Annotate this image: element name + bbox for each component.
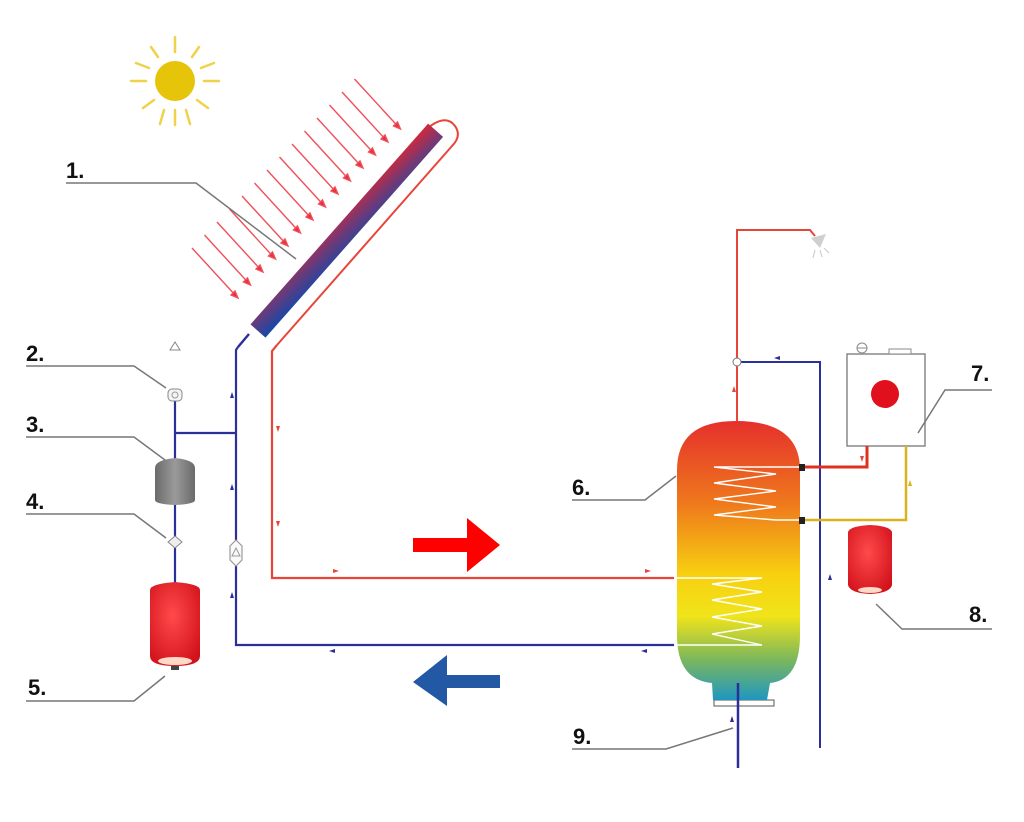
- radiation-ray-arrowhead: [379, 133, 390, 144]
- red-expansion-tank: [150, 582, 200, 670]
- radiation-ray-arrowhead: [267, 250, 277, 261]
- flow-sensor: [229, 539, 243, 567]
- radiation-ray: [266, 169, 312, 219]
- label-4: 4.: [26, 489, 44, 514]
- air-vent-valve: [167, 341, 183, 402]
- label-6: 6.: [572, 475, 590, 500]
- radiation-ray: [191, 247, 237, 297]
- label-5: 5.: [28, 675, 46, 700]
- radiation-ray: [341, 91, 387, 141]
- solar-loop-pipes: [173, 344, 674, 647]
- expansion-tank-8: [848, 525, 892, 594]
- expansion-vessel-grey: [155, 458, 195, 505]
- radiation-ray: [228, 208, 275, 258]
- radiation-ray-arrowhead: [279, 237, 290, 248]
- radiation-ray: [241, 195, 287, 245]
- component-labels: 1. 2. 3. 4. 5. 6. 7. 8. 9.: [26, 158, 989, 749]
- radiation-ray-arrowhead: [392, 120, 402, 131]
- radiation-ray-arrowhead: [342, 172, 352, 183]
- leader-lines-right: [572, 389, 992, 750]
- label-2: 2.: [26, 341, 44, 366]
- radiation-ray-arrowhead: [229, 289, 240, 300]
- shower-head-icon: [811, 234, 830, 259]
- radiation-ray-arrowhead: [317, 198, 327, 209]
- sun-icon: [129, 35, 221, 127]
- leader-lines-left: [26, 365, 167, 702]
- leader-line-1: [66, 182, 297, 260]
- mixing-valve: [732, 357, 742, 367]
- radiation-ray: [216, 221, 262, 271]
- solar-radiation-arrows: [191, 78, 402, 300]
- cold-flow-arrow: [413, 655, 500, 706]
- radiation-ray-arrowhead: [242, 276, 252, 287]
- hot-water-outlet: [736, 229, 830, 421]
- label-9: 9.: [573, 724, 591, 749]
- radiation-ray-arrowhead: [292, 224, 302, 235]
- cold-water-supply: [732, 357, 821, 768]
- radiation-ray-arrowhead: [354, 159, 365, 170]
- radiation-ray: [303, 130, 350, 180]
- radiation-ray: [316, 117, 362, 167]
- label-7: 7.: [971, 361, 989, 386]
- radiation-ray-arrowhead: [329, 185, 340, 196]
- pipe-flow-indicators: [230, 356, 912, 722]
- hot-water-storage-tank: [677, 421, 805, 707]
- solar-collector: [237, 119, 459, 348]
- check-valve: [167, 535, 183, 549]
- label-3: 3.: [26, 412, 44, 437]
- label-8: 8.: [969, 602, 987, 627]
- radiation-ray: [278, 156, 325, 206]
- radiation-ray-arrowhead: [304, 211, 315, 222]
- label-1: 1.: [66, 158, 84, 183]
- boiler: [805, 342, 926, 522]
- hot-flow-arrow: [413, 518, 500, 572]
- radiation-ray: [353, 78, 400, 128]
- radiation-ray: [253, 182, 300, 232]
- radiation-ray: [291, 143, 337, 193]
- radiation-ray-arrowhead: [254, 263, 265, 274]
- radiation-ray: [328, 104, 375, 154]
- radiation-ray-arrowhead: [367, 146, 377, 157]
- radiation-ray: [203, 234, 250, 284]
